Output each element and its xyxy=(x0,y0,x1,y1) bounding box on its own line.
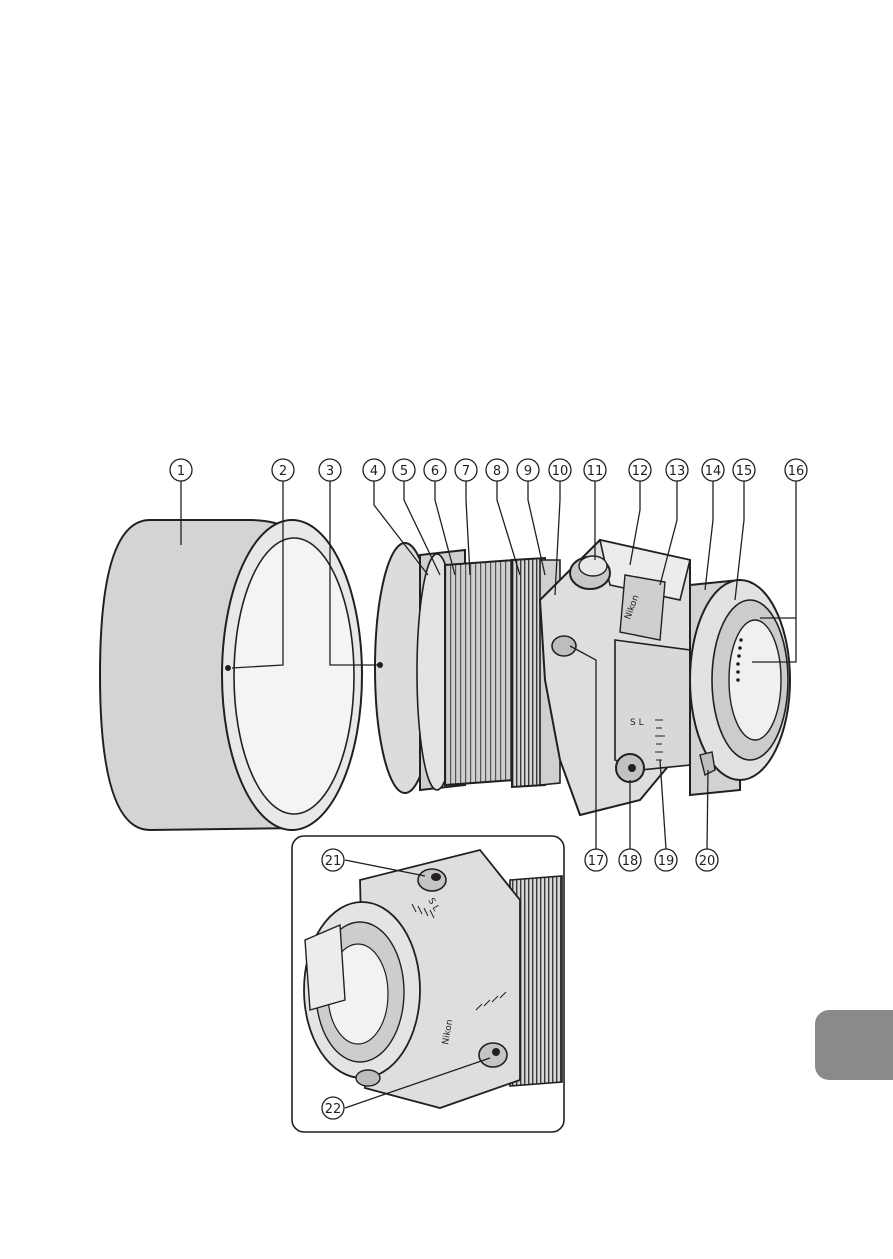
svg-text:22: 22 xyxy=(325,1102,342,1117)
svg-text:18: 18 xyxy=(622,854,639,869)
callout-12: 12 xyxy=(629,459,651,481)
callout-3: 3 xyxy=(319,459,341,481)
callout-17: 17 xyxy=(585,849,607,871)
rear-mount xyxy=(690,580,790,795)
callout-20: 20 xyxy=(696,849,718,871)
svg-text:14: 14 xyxy=(705,464,722,479)
svg-text:8: 8 xyxy=(493,464,501,479)
callout-14: 14 xyxy=(702,459,724,481)
svg-text:21: 21 xyxy=(325,854,342,869)
svg-text:12: 12 xyxy=(632,464,649,479)
callout-6: 6 xyxy=(424,459,446,481)
svg-text:6: 6 xyxy=(431,464,439,479)
shift-lock-marking: S L xyxy=(630,718,644,728)
callout-10: 10 xyxy=(549,459,571,481)
section-tab xyxy=(815,1010,893,1080)
callout-16: 16 xyxy=(785,459,807,481)
svg-text:1: 1 xyxy=(177,464,185,479)
callout-8: 8 xyxy=(486,459,508,481)
callout-13: 13 xyxy=(666,459,688,481)
svg-text:19: 19 xyxy=(658,854,675,869)
callout-21: 21 xyxy=(322,849,344,871)
svg-text:10: 10 xyxy=(552,464,569,479)
callout-7: 7 xyxy=(455,459,477,481)
callout-11: 11 xyxy=(584,459,606,481)
svg-text:20: 20 xyxy=(699,854,716,869)
svg-text:15: 15 xyxy=(736,464,753,479)
callout-1: 1 xyxy=(170,459,192,481)
callout-5: 5 xyxy=(393,459,415,481)
svg-text:11: 11 xyxy=(587,464,604,479)
callout-22: 22 xyxy=(322,1097,344,1119)
tilt-shift-body xyxy=(540,540,690,815)
svg-text:2: 2 xyxy=(279,464,287,479)
callout-9: 9 xyxy=(517,459,539,481)
svg-text:7: 7 xyxy=(462,464,470,479)
callout-4: 4 xyxy=(363,459,385,481)
callout-2: 2 xyxy=(272,459,294,481)
callout-18: 18 xyxy=(619,849,641,871)
svg-text:17: 17 xyxy=(588,854,605,869)
lens-hood xyxy=(100,520,362,830)
callout-19: 19 xyxy=(655,849,677,871)
inset-rear-view xyxy=(292,836,564,1132)
svg-text:5: 5 xyxy=(400,464,408,479)
svg-text:4: 4 xyxy=(370,464,378,479)
lens-front xyxy=(417,550,560,790)
svg-text:9: 9 xyxy=(524,464,532,479)
callout-15: 15 xyxy=(733,459,755,481)
svg-text:13: 13 xyxy=(669,464,686,479)
svg-text:16: 16 xyxy=(788,464,805,479)
svg-text:3: 3 xyxy=(326,464,334,479)
